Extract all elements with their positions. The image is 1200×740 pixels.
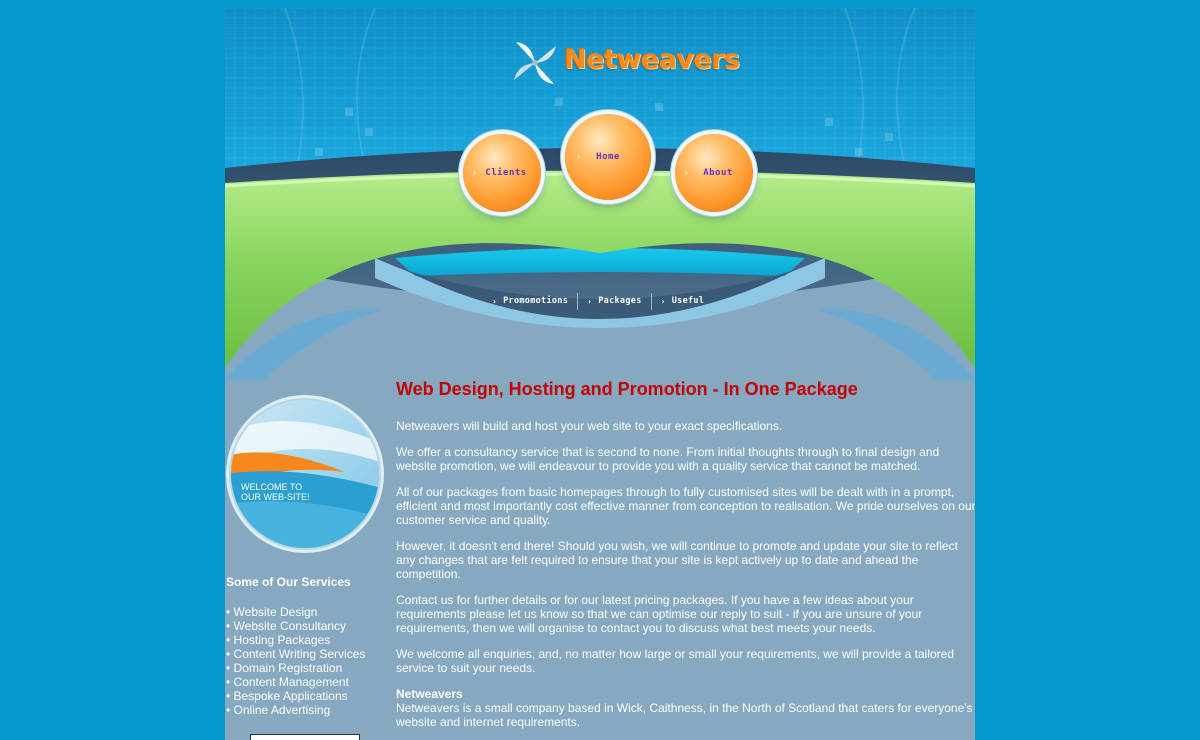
content-paragraph: We welcome all enquiries, and, no matter… [396,647,955,675]
main-content: Web Design, Hosting and Promotion - In O… [396,379,975,740]
service-item: • Hosting Packages [226,633,331,647]
welcome-text-line1: WELCOME TO [241,482,302,492]
welcome-image: WELCOME TO OUR WEB-SITE! [226,395,384,553]
subnav-divider [577,292,579,310]
welcome-text-line2: OUR WEB-SITE! [241,492,310,502]
about-section: Netweavers Netweavers is a small company… [396,687,975,729]
about-title: Netweavers [396,687,463,701]
pinwheel-logo-icon [514,42,556,84]
subnav-packages-link[interactable]: › Packages [578,296,650,306]
subnav-packages-label: Packages [598,296,642,306]
site-logo[interactable]: Netweavers [510,38,740,90]
service-item: • Bespoke Applications [226,689,348,703]
subnav-promotions-link[interactable]: › Promomotions [483,296,577,306]
chevron-right-icon: › [473,168,476,177]
nav-home-button[interactable]: › Home [565,114,651,200]
content-paragraph: However, it doesn't end there! Should yo… [396,539,958,581]
intro-paragraph: Netweavers will build and host your web … [396,419,783,433]
nav-about-button[interactable]: › About [675,134,753,212]
content-paragraph: Contact us for further details or for ou… [396,593,923,635]
service-item: • Website Consultancy [226,619,347,633]
chevron-right-icon: › [492,296,498,306]
content-paragraph: All of our packages from basic homepages… [396,485,975,527]
header-banner: Netweavers › Clients › Home › About › Pr… [225,8,975,380]
sub-navigation: › Promomotions › Packages › Useful [483,292,713,310]
service-item: • Content Writing Services [226,647,366,661]
chevron-right-icon: › [577,152,580,161]
page-title: Web Design, Hosting and Promotion - In O… [396,379,858,399]
nav-clients-button[interactable]: › Clients [463,134,541,212]
services-heading: Some of Our Services [226,575,351,589]
nav-about-label: About [703,168,733,178]
chevron-right-icon: › [587,296,593,306]
header-background [225,8,975,380]
chevron-right-icon: › [685,168,688,177]
brand-name: Netweavers [564,44,740,75]
about-text: Netweavers is a small company based in W… [396,701,973,729]
subnav-useful-label: Useful [671,296,705,306]
nav-home-label: Home [596,152,620,162]
services-sidebar: Some of Our Services • Website Design • … [226,575,396,717]
subnav-divider [650,292,652,310]
page-container: Netweavers › Clients › Home › About › Pr… [225,8,975,740]
nav-clients-label: Clients [485,168,527,178]
service-item: • Website Design [226,605,318,619]
subnav-promotions-label: Promomotions [503,296,569,306]
service-item: • Domain Registration [226,661,343,675]
subnav-useful-link[interactable]: › Useful [652,296,714,306]
service-item: • Content Management [226,675,349,689]
content-paragraph: We offer a consultancy service that is s… [396,445,940,473]
chevron-right-icon: › [660,296,666,306]
badge-image[interactable] [250,734,360,740]
services-list: • Website Design • Website Consultancy •… [226,605,396,717]
service-item: • Online Advertising [226,703,331,717]
